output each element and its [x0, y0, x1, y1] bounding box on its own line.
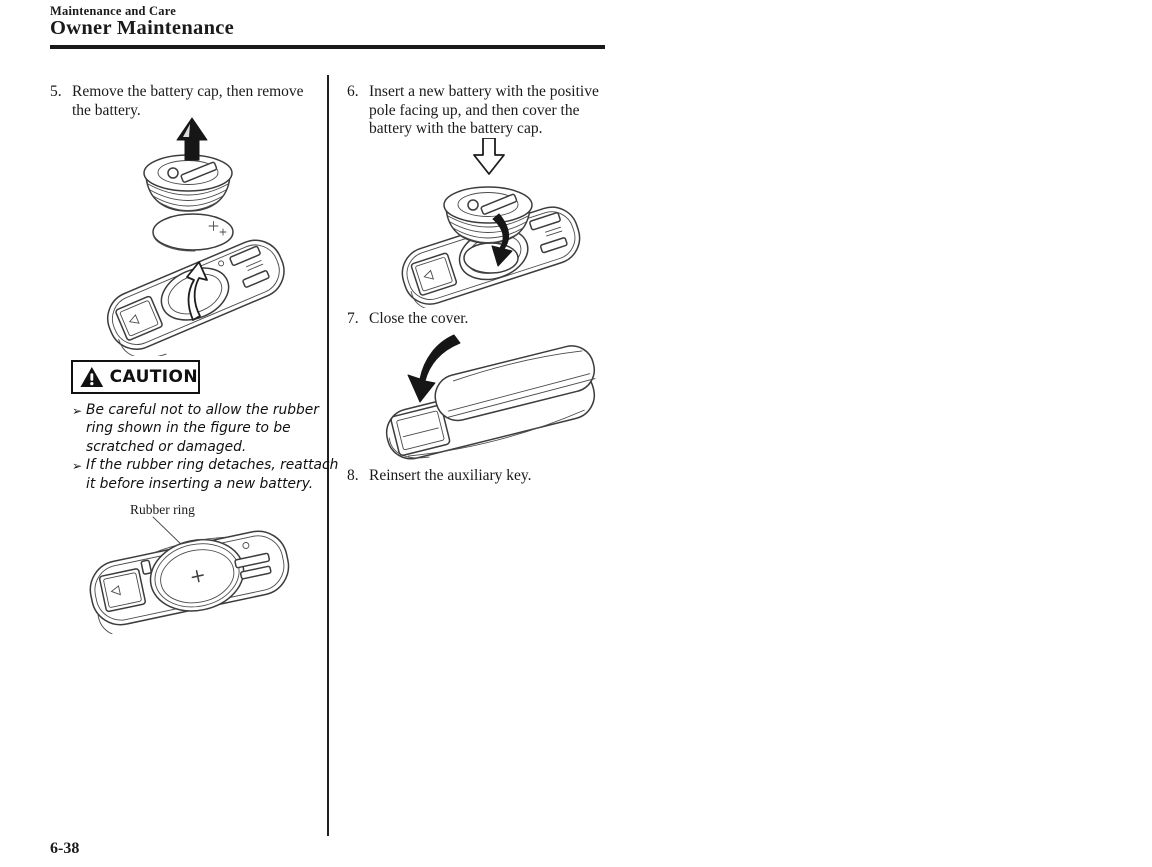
page-title: Owner Maintenance: [50, 17, 235, 39]
figure-remove-battery: [107, 117, 285, 356]
lift-battery-arrow-icon: [186, 261, 208, 321]
key-fob-open: [89, 530, 290, 634]
step-7: 7. Close the cover.: [347, 310, 468, 329]
arrowhead-bullet-icon: ➢: [72, 459, 83, 474]
title-rule: [50, 45, 605, 49]
step-5-number: 5.: [50, 83, 62, 100]
step-7-number: 7.: [347, 310, 359, 327]
key-fob-closed: [385, 345, 596, 460]
section-header: Maintenance and Care: [50, 4, 176, 18]
insert-cap-arrow-icon: [473, 138, 505, 175]
step-6-text: Insert a new battery with the positive p…: [369, 83, 599, 137]
step-8: 8. Reinsert the auxiliary key.: [347, 467, 532, 486]
caution-bullet: ➢ If the rubber ring detaches, reattach …: [72, 457, 339, 492]
insert-battery-arrow-icon: [491, 213, 513, 267]
step-8-number: 8.: [347, 467, 359, 484]
figure-insert-battery: [401, 138, 581, 308]
remove-cap-arrow-icon: [176, 117, 208, 161]
step-5: 5. Remove the battery cap, then remove t…: [50, 83, 304, 120]
caution-bullets: ➢ Be careful not to allow the rubber rin…: [72, 401, 339, 493]
column-divider: [327, 75, 329, 836]
figure-rubber-ring: [89, 516, 290, 634]
step-6: 6. Insert a new battery with the positiv…: [347, 83, 599, 139]
coin-battery: [152, 213, 234, 252]
rubber-ring-label: Rubber ring: [130, 502, 195, 517]
step-5-text: Remove the battery cap, then remove the …: [72, 83, 304, 119]
figure-close-cover: [385, 334, 596, 460]
coin-battery: [463, 242, 519, 274]
close-cover-arrow-icon: [407, 334, 461, 403]
caution-box: CAUTION: [71, 360, 200, 394]
caution-bullet: ➢ Be careful not to allow the rubber rin…: [72, 402, 319, 455]
caution-title: CAUTION: [109, 367, 198, 387]
warning-triangle-icon: [80, 367, 104, 387]
step-6-number: 6.: [347, 83, 359, 100]
battery-cap: [143, 154, 233, 212]
arrowhead-bullet-icon: ➢: [72, 404, 83, 418]
step-8-text: Reinsert the auxiliary key.: [369, 467, 532, 484]
step-7-text: Close the cover.: [369, 310, 469, 327]
page-number: 6-38: [50, 840, 80, 857]
leader-line: [152, 516, 186, 549]
